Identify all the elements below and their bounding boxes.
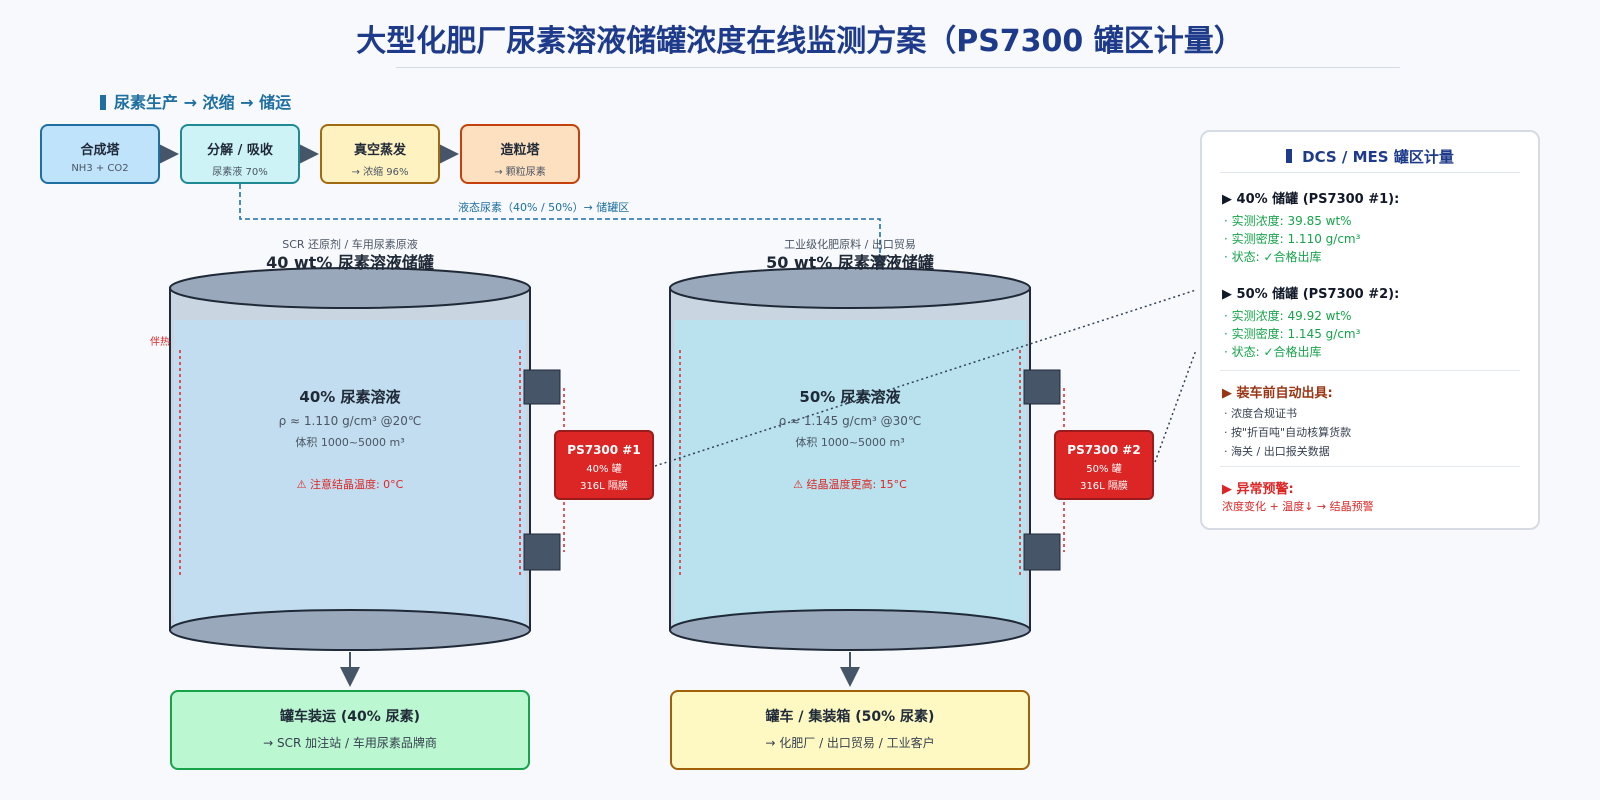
- tank-50-content: 50% 尿素溶液 ρ ≈ 1.145 g/cm³ @30℃ 体积 1000~50…: [670, 386, 1030, 492]
- destination-title: 罐车装运 (40% 尿素): [279, 709, 421, 725]
- tank-density: ρ ≈ 1.110 g/cm³ @20℃: [278, 414, 422, 428]
- tank1-density: · 实测密度: 1.110 g/cm³: [1224, 232, 1361, 246]
- sensor-membrane: 316L 隔膜: [580, 481, 628, 492]
- panel-title-bar: [1286, 149, 1293, 163]
- tank-warning: ⚠ 结晶温度更高: 15°C: [793, 478, 907, 491]
- tank-volume: 体积 1000~5000 m³: [295, 436, 405, 449]
- sensor-name: PS7300 #1: [567, 443, 641, 457]
- tank-liquid-name: 50% 尿素溶液: [799, 388, 901, 406]
- process-name: 真空蒸发: [353, 143, 406, 158]
- alarm-text: 浓度变化 + 温度↓ → 结晶预警: [1222, 500, 1374, 513]
- panel-divider: [1220, 370, 1520, 371]
- auto-output-item: · 海关 / 出口报关数据: [1224, 445, 1330, 458]
- process-name: 分解 / 吸收: [207, 143, 273, 158]
- auto-output-item: · 按"折百吨"自动核算货款: [1224, 426, 1352, 439]
- tank-40-sub-label: SCR 还原剂 / 车用尿素原液: [282, 238, 418, 251]
- tank-warning: ⚠ 注意结晶温度: 0°C: [296, 478, 404, 491]
- alarm-heading: ▶ 异常预警:: [1222, 482, 1294, 497]
- tank-40-title: 40 wt% 尿素溶液储罐: [266, 253, 434, 272]
- tank-50-title: 50 wt% 尿素溶液储罐: [766, 253, 934, 272]
- sensor-tank: 40% 罐: [586, 464, 622, 475]
- signal-line-2: [1154, 349, 1197, 463]
- destination-tanker-50: 罐车 / 集装箱 (50% 尿素) → 化肥厂 / 出口贸易 / 工业客户: [670, 690, 1030, 770]
- transfer-line: [239, 184, 888, 272]
- tank-50: [669, 267, 1065, 687]
- panel-title: DCS / MES 罐区计量: [1202, 146, 1538, 167]
- sensor-ps7300-1[interactable]: PS7300 #1 40% 罐 316L 隔膜: [554, 430, 654, 500]
- process-box-evaporation: 真空蒸发 → 浓缩 96%: [320, 124, 440, 184]
- tank-40-content: 40% 尿素溶液 ρ ≈ 1.110 g/cm³ @20℃ 体积 1000~50…: [170, 386, 530, 492]
- process-name: 造粒塔: [500, 143, 540, 158]
- destination-sub: → SCR 加注站 / 车用尿素品牌商: [263, 736, 437, 750]
- tank2-status: · 状态: ✓合格出库: [1224, 345, 1322, 359]
- tank-40: [169, 267, 565, 687]
- dcs-mes-panel: DCS / MES 罐区计量 ▶ 40% 储罐 (PS7300 #1): · 实…: [1200, 130, 1540, 530]
- panel-title-text: DCS / MES 罐区计量: [1302, 148, 1454, 166]
- panel-divider: [1220, 172, 1520, 173]
- sensor-name: PS7300 #2: [1067, 443, 1141, 457]
- tank1-status: · 状态: ✓合格出库: [1224, 250, 1322, 264]
- tank1-heading: ▶ 40% 储罐 (PS7300 #1):: [1222, 192, 1400, 207]
- section-bar: [100, 95, 106, 110]
- tank2-concentration: · 实测浓度: 49.92 wt%: [1224, 309, 1352, 323]
- tank-liquid-name: 40% 尿素溶液: [299, 388, 401, 406]
- sensor-tank: 50% 罐: [1086, 464, 1122, 475]
- auto-output-item: · 浓度合规证书: [1224, 407, 1297, 420]
- tank-density: ρ ≈ 1.145 g/cm³ @30℃: [778, 414, 922, 428]
- tank-50-sub-label: 工业级化肥原料 / 出口贸易: [784, 238, 916, 251]
- process-sub: NH3 + CO2: [71, 163, 129, 174]
- process-sub: → 颗粒尿素: [494, 167, 546, 178]
- tank2-heading: ▶ 50% 储罐 (PS7300 #2):: [1222, 287, 1400, 302]
- tank-volume: 体积 1000~5000 m³: [795, 436, 905, 449]
- destination-tanker-40: 罐车装运 (40% 尿素) → SCR 加注站 / 车用尿素品牌商: [170, 690, 530, 770]
- process-box-prilling: 造粒塔 → 颗粒尿素: [460, 124, 580, 184]
- process-sub: 尿素液 70%: [212, 167, 268, 178]
- transfer-label: 液态尿素（40% / 50%）→ 储罐区: [458, 201, 630, 214]
- tank1-concentration: · 实测浓度: 39.85 wt%: [1224, 214, 1352, 228]
- destination-title: 罐车 / 集装箱 (50% 尿素): [765, 709, 935, 725]
- process-box-synthesis: 合成塔 NH3 + CO2: [40, 124, 160, 184]
- sensor-ps7300-2[interactable]: PS7300 #2 50% 罐 316L 隔膜: [1054, 430, 1154, 500]
- process-name: 合成塔: [80, 143, 120, 158]
- process-sub: → 浓缩 96%: [351, 167, 409, 178]
- title-divider: [396, 67, 1400, 68]
- sensor-membrane: 316L 隔膜: [1080, 481, 1128, 492]
- section-title-text: 尿素生产 → 浓缩 → 储运: [114, 93, 292, 112]
- tank2-density: · 实测密度: 1.145 g/cm³: [1224, 327, 1361, 341]
- panel-divider: [1220, 466, 1520, 467]
- heat-trace-label: 伴热: [150, 337, 170, 348]
- destination-sub: → 化肥厂 / 出口贸易 / 工业客户: [765, 736, 935, 750]
- page-title: 大型化肥厂尿素溶液储罐浓度在线监测方案（PS7300 罐区计量）: [356, 24, 1244, 59]
- auto-output-heading: ▶ 装车前自动出具:: [1222, 386, 1333, 401]
- section-title: 尿素生产 → 浓缩 → 储运: [100, 89, 291, 113]
- process-box-decomposition: 分解 / 吸收 尿素液 70%: [180, 124, 300, 184]
